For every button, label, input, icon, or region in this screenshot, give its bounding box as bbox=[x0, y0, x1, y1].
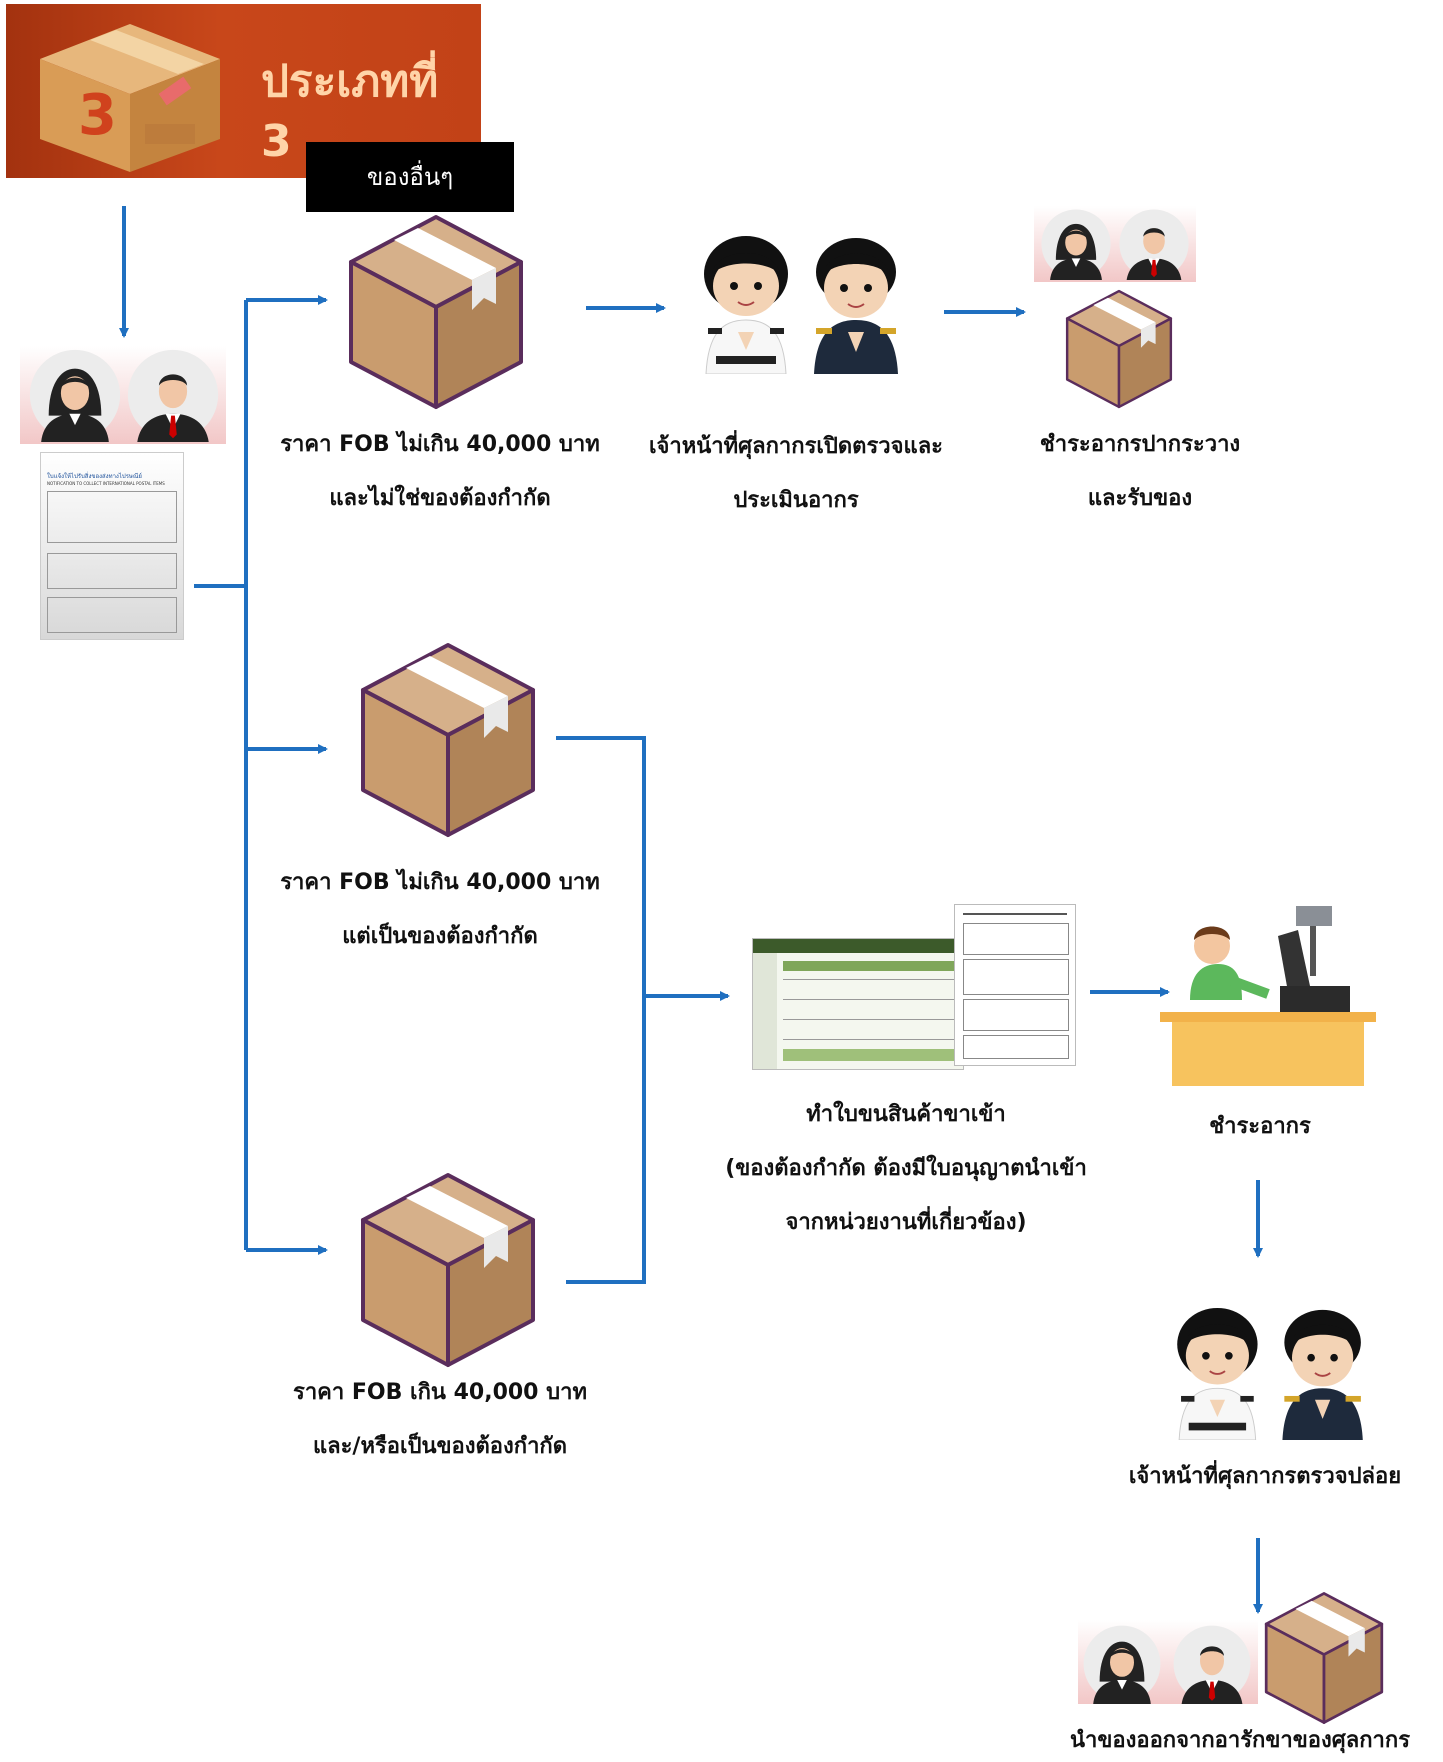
pay-duty-label: ชำระอากร bbox=[1209, 1114, 1311, 1139]
cashier-counter-icon bbox=[1160, 906, 1376, 1086]
parcel-takeout-icon bbox=[1262, 1590, 1386, 1726]
woman-avatar-icon bbox=[28, 348, 122, 442]
box-number: 3 bbox=[78, 83, 117, 148]
officer-release-label: เจ้าหน้าที่ศุลกากรตรวจปล่อย bbox=[1128, 1464, 1402, 1489]
receiver-pair-top bbox=[1034, 206, 1196, 282]
branch-3-label: ราคา FOB เกิน 40,000 บาทและ/หรือเป็นของต… bbox=[293, 1380, 587, 1459]
parcel-branch-3-icon bbox=[356, 1170, 540, 1370]
parcel-branch-2-icon bbox=[356, 640, 540, 840]
man-avatar-icon bbox=[126, 348, 220, 442]
branch-1-label: ราคา FOB ไม่เกิน 40,000 บาทและไม่ใช่ของต… bbox=[280, 432, 600, 511]
customs-officers-icon bbox=[686, 234, 916, 374]
customs-officers-release-icon bbox=[1160, 1306, 1380, 1440]
man-avatar-icon bbox=[1172, 1624, 1252, 1704]
officer-inspect-label: เจ้าหน้าที่ศุลกากรเปิดตรวจและประเมินอากร bbox=[648, 434, 943, 513]
category-title: ประเภทที่ 3 bbox=[261, 56, 439, 167]
woman-avatar-icon bbox=[1082, 1624, 1162, 1704]
notice-title: ใบแจ้งให้ไปรับสิ่งของส่งทางไปรษณีย์ bbox=[47, 473, 142, 480]
branch-2-label: ราคา FOB ไม่เกิน 40,000 บาทแต่เป็นของต้อ… bbox=[280, 870, 600, 949]
take-out-label: นำของออกจากอารักขาของศุลกากร bbox=[1069, 1728, 1411, 1753]
man-avatar-icon bbox=[1118, 208, 1190, 280]
recipient-pair bbox=[20, 346, 226, 444]
postal-notice-form: ใบแจ้งให้ไปรับสิ่งของส่งทางไปรษณีย์ NOTI… bbox=[40, 452, 184, 640]
connector-merge bbox=[556, 736, 646, 1284]
category-banner: 3 ประเภทที่ 3 bbox=[6, 4, 481, 178]
woman-avatar-icon bbox=[1040, 208, 1112, 280]
parcel-3-icon: 3 bbox=[40, 24, 220, 172]
import-declaration-form bbox=[954, 904, 1076, 1066]
parcel-received-icon bbox=[1064, 288, 1174, 410]
notice-subtitle: NOTIFICATION TO COLLECT INTERNATIONAL PO… bbox=[47, 481, 165, 486]
parcel-branch-1-icon bbox=[344, 212, 528, 412]
other-goods-tag: ของอื่นๆ bbox=[306, 142, 514, 212]
pay-receive-label: ชำระอากรปากระวางและรับของ bbox=[1039, 432, 1241, 511]
receiver-pair-bottom bbox=[1078, 1620, 1258, 1704]
import-entry-label: ทำใบขนสินค้าขาเข้า(ของต้องกำกัด ต้องมีใบ… bbox=[725, 1102, 1087, 1235]
customs-system-screenshot bbox=[752, 938, 964, 1070]
